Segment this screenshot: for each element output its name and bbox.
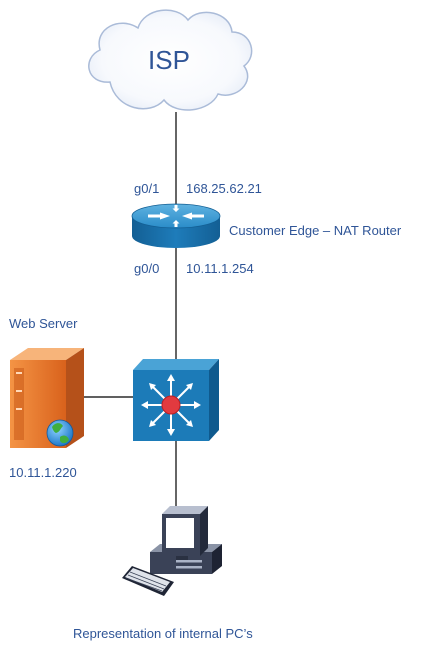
network-links — [84, 112, 177, 512]
router-wan-interface: g0/1 — [134, 181, 160, 196]
router-name: Customer Edge – NAT Router — [229, 223, 402, 238]
router-wan-ip: 168.25.62.21 — [186, 181, 262, 196]
desktop-pc-icon — [122, 506, 222, 596]
router-icon — [131, 203, 221, 248]
router-lan-interface: g0/0 — [134, 261, 160, 276]
server-label: Web Server — [9, 316, 78, 331]
isp-label: ISP — [148, 45, 190, 75]
layer3-switch-icon — [133, 359, 219, 441]
router-lan-ip: 10.11.1.254 — [186, 261, 254, 276]
pc-caption: Representation of internal PC’s — [73, 626, 253, 641]
cloud-icon — [88, 9, 253, 111]
server-ip: 10.11.1.220 — [9, 465, 77, 480]
web-server-icon — [10, 348, 84, 448]
